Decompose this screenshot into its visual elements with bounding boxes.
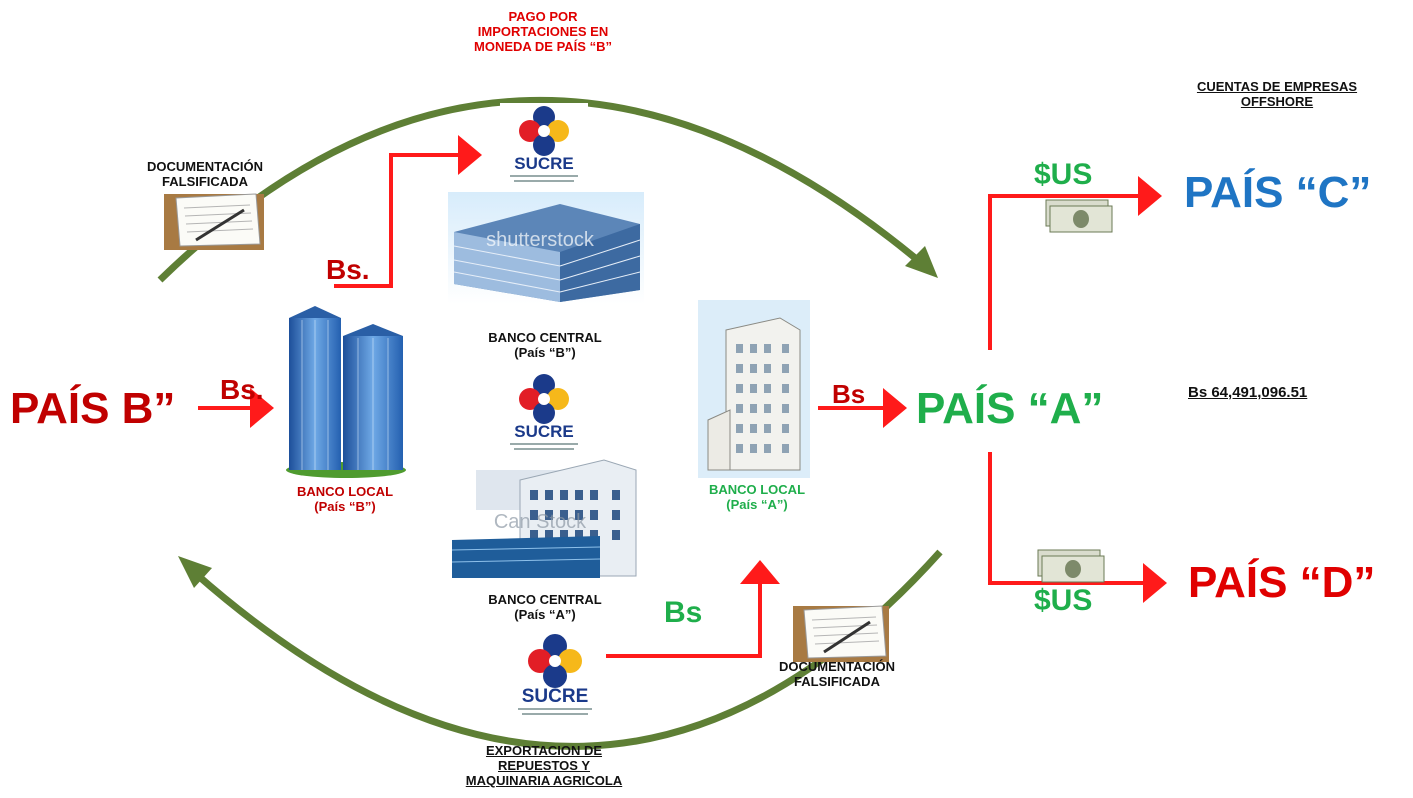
currency-bs-top: Bs. — [326, 254, 370, 285]
offshore-amount: Bs 64,491,096.51 — [1188, 384, 1308, 401]
country-c-label: PAÍS “C” — [1184, 168, 1372, 217]
currency-usd-top: $US — [1034, 158, 1093, 191]
central-bank-a-building: Can Stock — [450, 456, 644, 580]
dollar-bills-bottom-icon — [1037, 549, 1105, 583]
arrow-sucre-to-locala — [606, 560, 780, 658]
country-d-label: PAÍS “D” — [1188, 558, 1376, 607]
central-bank-a-label: BANCO CENTRAL(País “A”) — [488, 592, 602, 622]
currency-usd-bottom: $US — [1034, 584, 1093, 617]
central-bank-b-building: shutterstock — [448, 192, 644, 304]
arrow-to-country-d — [988, 452, 1167, 603]
document-bottom-icon — [793, 605, 889, 662]
svg-text:SUCRE: SUCRE — [522, 686, 589, 707]
local-bank-a-label: BANCO LOCAL(País “A”) — [708, 482, 806, 512]
document-top-icon — [164, 193, 264, 250]
currency-bs-left: Bs. — [220, 374, 264, 405]
arrow-bs-to-central-b — [334, 135, 482, 288]
svg-text:SUCRE: SUCRE — [514, 422, 574, 441]
local-bank-b-label: BANCO LOCAL(País “B”) — [296, 484, 394, 514]
local-bank-b-building — [286, 306, 406, 478]
watermark-canstock: Can Stock — [494, 511, 587, 533]
country-a-label: PAÍS “A” — [916, 384, 1104, 433]
currency-bs-bottom: Bs — [664, 596, 703, 629]
top-cycle-arc — [157, 96, 938, 283]
dollar-bills-top-icon — [1045, 199, 1113, 233]
local-bank-a-building — [698, 300, 810, 478]
flow-arrows — [198, 135, 1167, 658]
country-b-label: PAÍS B” — [10, 384, 176, 433]
sucre-logo-bottom: SUCRE — [506, 631, 604, 723]
arrow-to-country-c — [988, 176, 1162, 350]
currency-bs-right: Bs — [832, 379, 866, 409]
watermark-shutterstock: shutterstock — [486, 229, 595, 251]
sucre-logo-top: SUCRE — [500, 103, 588, 189]
sucre-logo-middle: SUCRE — [500, 371, 588, 457]
sucre-text: SUCRE — [514, 154, 574, 173]
central-bank-b-label: BANCO CENTRAL(País “B”) — [488, 330, 602, 360]
